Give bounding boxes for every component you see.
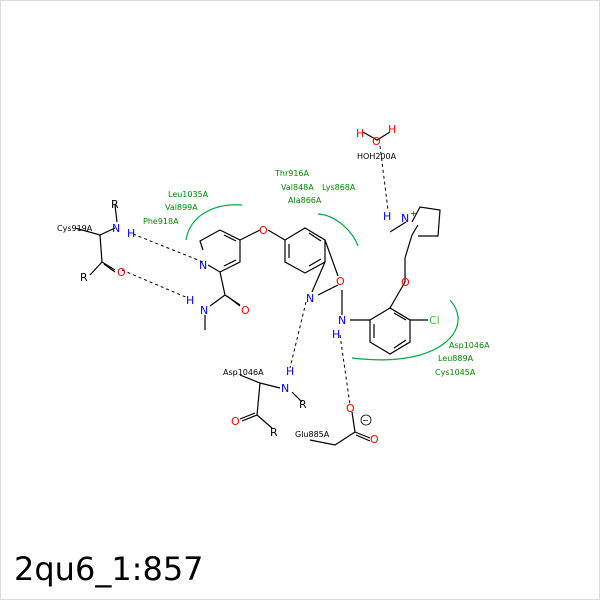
- cys919-n: N: [112, 222, 120, 235]
- res-asp1046: Asp1046A: [449, 341, 490, 350]
- arc-asp1046: [351, 299, 459, 361]
- hbond-cys919-o: [121, 269, 189, 299]
- pyridine-n: N: [199, 259, 207, 272]
- hbond-water: [379, 145, 389, 211]
- res-cys1045: Cys1045A: [435, 368, 476, 377]
- asp1046-o: O: [231, 415, 240, 428]
- bonds: [74, 131, 441, 446]
- hbond-cys919-n: [132, 233, 204, 263]
- pyrrolidine-h: H: [383, 210, 391, 223]
- asp1046-r-top: R: [299, 398, 307, 411]
- res-val848: Val848A: [281, 183, 314, 192]
- pyrrolidine-n: N: [401, 212, 409, 225]
- oxazole-o: O: [336, 275, 345, 288]
- cys919-r-top: R: [111, 198, 119, 211]
- aniline-n: N: [338, 314, 346, 327]
- amide-n: N: [200, 304, 208, 317]
- ether-o: O: [259, 224, 268, 237]
- oxazole-n: N: [306, 292, 314, 305]
- hoh200-label: HOH200A: [357, 152, 397, 161]
- amide-o: O: [241, 304, 250, 317]
- asp1046-h: H: [286, 365, 294, 378]
- res-val899: Val899A: [165, 203, 198, 212]
- amide-h: H: [186, 294, 194, 307]
- hbonds: [121, 145, 389, 406]
- water-h1: H: [356, 127, 364, 140]
- hbond-asp1046: [289, 301, 307, 369]
- glu885-o2: O: [370, 433, 379, 446]
- water-h2: H: [388, 123, 396, 136]
- res-phe918: Phe918A: [143, 217, 179, 226]
- cys919-label: Cys919A: [57, 224, 93, 233]
- asp1046-label: Asp1046A: [223, 368, 264, 377]
- contact-arcs: [185, 204, 459, 361]
- pyrrolidine-plus: +: [410, 209, 417, 218]
- chlorine: Cl: [429, 314, 440, 327]
- res-ala866: Ala866A: [288, 196, 322, 205]
- cys919-o: O: [117, 266, 126, 279]
- res-leu1035: Leu1035A: [168, 190, 209, 199]
- arc-leu1035: [185, 204, 243, 241]
- cys919-h: H: [127, 227, 135, 240]
- water-o: O: [372, 135, 381, 148]
- hbond-glu885: [339, 334, 351, 406]
- res-leu889: Leu889A: [438, 354, 474, 363]
- aniline-h: H: [332, 328, 340, 341]
- asp1046-r: R: [270, 426, 278, 439]
- structure-id-title: 2qu6_1:857: [14, 550, 204, 588]
- methoxy-o: O: [401, 276, 410, 289]
- arc-thr916: [317, 213, 359, 247]
- cys919-r: R: [80, 271, 88, 284]
- res-lys868: Lys868A: [322, 183, 356, 192]
- glu885-o1: O: [346, 402, 355, 415]
- glu885-label: Glu885A: [295, 430, 330, 439]
- asp1046-n: N: [281, 382, 289, 395]
- glu885-charge-ring: [360, 414, 372, 426]
- res-thr916: Thr916A: [274, 169, 310, 178]
- glu885-minus: −: [362, 416, 369, 425]
